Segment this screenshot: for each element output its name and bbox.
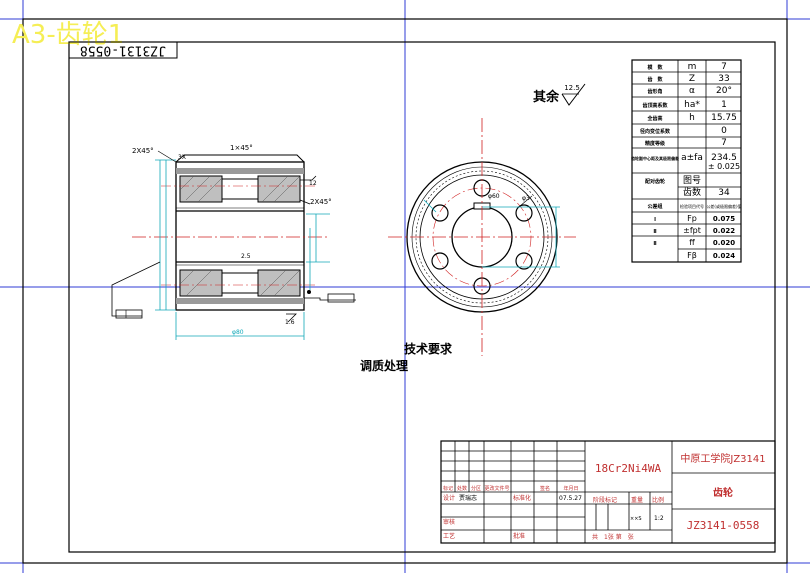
param-name: 径向变位系数 (640, 128, 671, 135)
tech-requirements-title: 技术要求 (404, 341, 453, 356)
param-name: Ⅱ (653, 229, 656, 235)
small-note-label: 3X (178, 154, 186, 161)
material-text: 18Cr2Ni4WA (595, 462, 662, 475)
param-name: 精度等级 (645, 140, 665, 147)
std-label: 标准化 (513, 494, 531, 502)
title-block-header: 分区 (471, 485, 481, 492)
param-symbol: 检验项目代号 (680, 203, 704, 209)
param-symbol: ff (689, 238, 695, 247)
param-value: 7 (721, 62, 727, 72)
param-value: 20° (716, 86, 732, 96)
drawing-frame (68, 41, 776, 553)
param-value: 0 (721, 126, 727, 136)
rotated-drawing-number: JZ3131-0558 (80, 43, 166, 58)
param-value: 0.024 (713, 252, 735, 260)
paper-border (22, 18, 788, 564)
param-symbol: 齿数 (683, 186, 701, 198)
front-hub-label: φ3 (522, 195, 530, 202)
title-block-header: 处数 (457, 485, 467, 492)
param-symbol: 图号 (683, 175, 701, 186)
title-block-header: 标记 (443, 485, 453, 492)
scale-value: 1:2 (654, 515, 664, 522)
param-symbol: Z (689, 74, 695, 84)
param-name: 齿 数 (647, 76, 663, 83)
roughness-value: 12.5 (564, 84, 580, 92)
drawing-number-text: JZ3141-0558 (687, 519, 760, 532)
title-block-header: 更改文件号 (484, 485, 509, 492)
designer-name: 贾瑞志 (459, 494, 477, 502)
param-symbol: Fβ (687, 251, 697, 260)
param-value: 234.5 (711, 153, 737, 163)
stage-label: 阶段标记 (593, 496, 617, 504)
process-label: 工艺 (443, 532, 455, 540)
param-value: 7 (721, 138, 727, 148)
finish-note: 其余 (533, 89, 560, 105)
title-block-headers: 标记处数分区更改文件号 签名 年月日 (443, 485, 579, 492)
param-symbol: ±fpt (683, 226, 701, 235)
param-symbol: α (689, 86, 695, 96)
sheets-label: 共 1张 第 张 (592, 533, 634, 541)
param-name: Ⅱ (653, 241, 656, 247)
chamfer-right-label: 2X45° (310, 198, 332, 206)
approve-label: 批准 (513, 532, 525, 540)
roughness-symbol: 12.5 (561, 83, 586, 106)
title-block (440, 440, 776, 544)
roughness-mid-label: 2.5 (241, 253, 251, 260)
param-name: 全齿高 (646, 115, 662, 122)
param-symbol: a±fa (681, 153, 703, 163)
param-value: 0.075 (713, 215, 735, 223)
design-label: 设计 (443, 494, 455, 502)
front-view (388, 118, 576, 356)
tech-requirement-item: 调质处理 (360, 358, 408, 373)
param-name: 齿顶高系数 (642, 102, 668, 109)
front-top-label: φ60 (488, 193, 500, 200)
param-name: 模 数 (647, 64, 663, 71)
param-symbol: h (689, 113, 695, 123)
param-name: 齿轮副中心距及其极限偏差 (631, 155, 679, 161)
roughness-bottom-label: 1.6 (285, 319, 295, 326)
part-name-text: 齿轮 (713, 486, 733, 499)
param-name: 配对齿轮 (645, 178, 665, 185)
param-value: 1 (721, 100, 727, 110)
param-value: 公差(或极限偏差)值 (706, 203, 741, 209)
check-label: 审核 (443, 518, 455, 526)
param-value: 0.020 (713, 239, 735, 247)
right-value-label: 12 (309, 180, 317, 187)
param-value: 15.75 (711, 113, 737, 123)
date-text: 07.5.27 (559, 495, 582, 502)
school-text: 中原工学院JZ3141 (680, 452, 765, 465)
chamfer-top-label: 1×45° (230, 144, 253, 152)
param-name: 齿形角 (647, 88, 662, 95)
param-symbol: Fp (687, 214, 697, 223)
param-symbol: m (688, 62, 697, 72)
gear-parameter-table (631, 59, 742, 263)
title-block-header: 签名 (540, 485, 550, 492)
title-block-header: 年月日 (563, 485, 578, 492)
param-value: 34 (718, 188, 730, 198)
side-section-view (111, 154, 356, 340)
param-name: Ⅰ (654, 217, 656, 223)
rotated-number-box (68, 41, 178, 59)
weight-label: 重量 (631, 496, 643, 504)
param-value: 0.022 (713, 227, 735, 235)
chamfer-left-label: 2X45° (132, 147, 154, 155)
param-value: 33 (718, 74, 729, 84)
stage-marks: ××S (630, 516, 642, 522)
bottom-dimension-label: φ80 (232, 329, 244, 336)
param-rows: 模 数 m 7 齿 数 Z 33 齿形角 α 20° 齿顶高系数 ha* 1 全齿高 h 15.75 径向变位… (631, 62, 742, 260)
param-symbol: ha* (684, 100, 700, 110)
param-value-tolerance: ± 0.025 (708, 162, 740, 171)
watermark-text: A3-齿轮1 (12, 20, 124, 50)
param-name: 公差组 (647, 203, 662, 210)
scale-label: 比例 (652, 496, 664, 504)
